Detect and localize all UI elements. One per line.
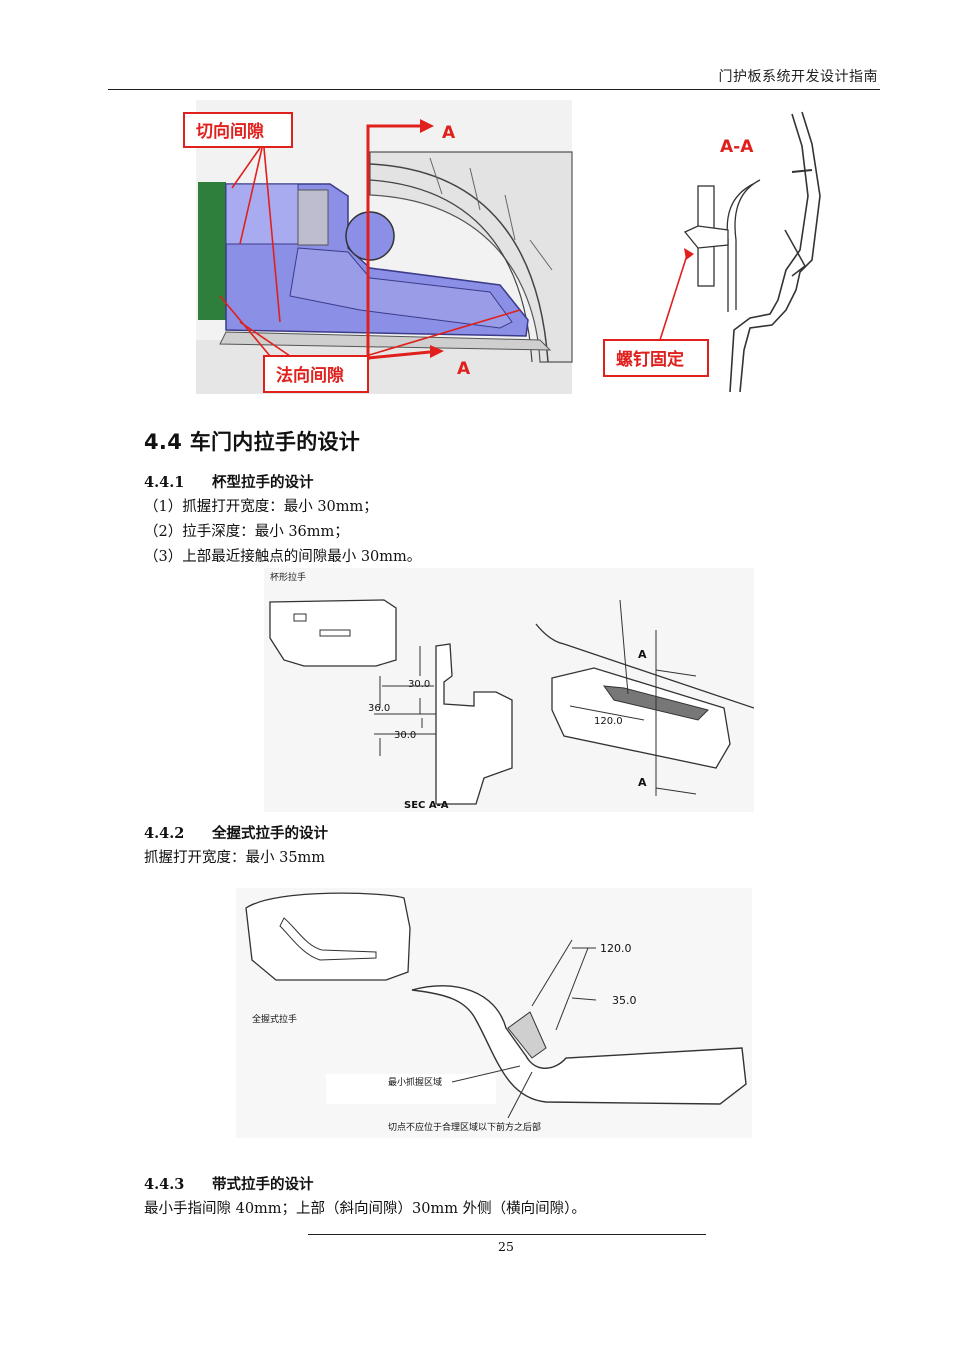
section-mark-bottom: A [457, 359, 471, 379]
subsection-number: 4.4.1 [144, 474, 185, 491]
dim-35-grip: 35.0 [612, 994, 637, 1007]
min-grip-area-label: 最小抓握区域 [388, 1076, 442, 1088]
figure-full-grip-handle: 120.0 35.0 全握式拉手 最小抓握区域 切点不应位于合理区域以下前方之后… [236, 888, 752, 1138]
normal-gap-label: 法向间隙 [276, 365, 344, 386]
dim-120-grip: 120.0 [600, 942, 632, 955]
subsection-number: 4.4.2 [144, 825, 185, 842]
normal-gap-box [263, 355, 369, 393]
subsection-number: 4.4.3 [144, 1176, 185, 1193]
section-title-4-4: 4.4 车门内拉手的设计 [144, 430, 361, 454]
cup-section-mark-top: A [638, 648, 647, 661]
lock-knob [345, 211, 395, 261]
figure-door-handle-gaps: A A 切向间隙 法向间隙 A-A 螺钉固定 [183, 100, 821, 394]
dim-120: 120.0 [594, 716, 623, 727]
figure-cup-handle: 杯形拉手 30.0 36.0 30.0 SEC A-A A A 120.0 [264, 568, 754, 812]
section-line [366, 124, 420, 360]
sec-a-a-label: SEC A-A [404, 800, 449, 811]
section-profile [739, 111, 821, 393]
page-number: 25 [498, 1239, 514, 1254]
subsection-title: 全握式拉手的设计 [212, 825, 328, 842]
header-rule [108, 89, 880, 90]
cup-handle-caption: 杯形拉手 [270, 571, 306, 583]
screw-fix-label: 螺钉固定 [616, 349, 684, 370]
dim-30-bottom: 30.0 [394, 730, 416, 741]
cup-section-mark-bottom: A [638, 776, 647, 789]
section-title: A-A [720, 137, 754, 157]
footer-rule [308, 1234, 706, 1235]
tangent-note-label: 切点不应位于合理区域以下前方之后部 [388, 1121, 541, 1133]
screw-fix-box [603, 339, 709, 377]
dim-30-top: 30.0 [408, 679, 430, 690]
subsection-title: 杯型拉手的设计 [212, 474, 314, 491]
dim-36: 36.0 [368, 703, 390, 714]
strap-handle-requirement: 最小手指间隙 40mm；上部（斜向间隙）30mm 外侧（横向间隙）。 [144, 1201, 586, 1217]
full-grip-label: 全握式拉手 [252, 1013, 297, 1025]
requirement-line-2: （2）拉手深度：最小 36mm； [144, 524, 349, 540]
tangential-gap-box [183, 112, 293, 148]
subsection-heading-4-4-3: 4.4.3 带式拉手的设计 [144, 1173, 314, 1194]
tangential-gap-label: 切向间隙 [196, 121, 264, 142]
requirement-line-3: （3）上部最近接触点的间隙最小 30mm。 [144, 549, 422, 565]
full-grip-requirement: 抓握打开宽度：最小 35mm [144, 850, 326, 866]
subsection-heading-4-4-2: 4.4.2 全握式拉手的设计 [144, 822, 328, 843]
subsection-title: 带式拉手的设计 [212, 1176, 314, 1193]
running-header: 门护板系统开发设计指南 [718, 69, 878, 85]
subsection-heading-4-4-1: 4.4.1 杯型拉手的设计 [144, 471, 314, 492]
section-mark-top: A [442, 123, 456, 143]
requirement-line-1: （1）抓握打开宽度：最小 30mm； [144, 499, 378, 515]
